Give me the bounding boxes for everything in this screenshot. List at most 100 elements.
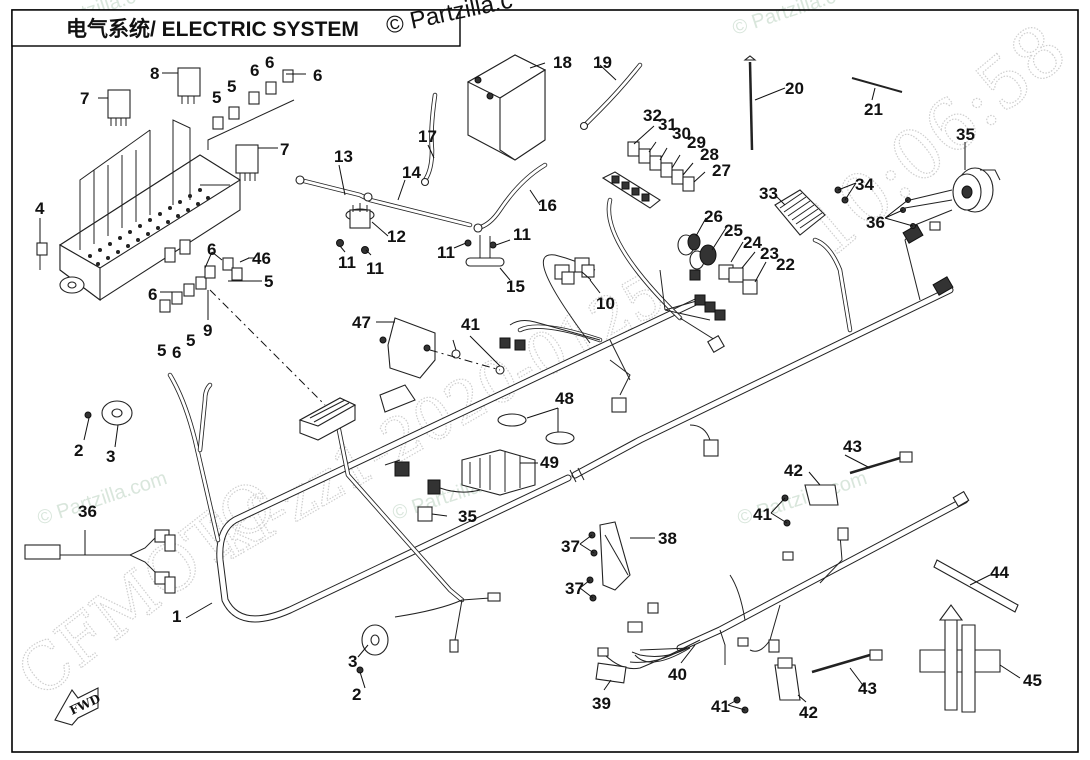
callout-18: 18	[553, 53, 572, 72]
title-box	[11, 9, 461, 47]
module-47	[379, 317, 505, 413]
callout-47: 47	[352, 313, 371, 332]
holder-45	[919, 604, 1001, 713]
callout-12: 12	[387, 227, 406, 246]
callout-41: 41	[753, 505, 772, 524]
callout-6: 6	[172, 343, 181, 362]
connector	[952, 490, 970, 508]
callout-36: 36	[866, 213, 885, 232]
connector	[932, 276, 954, 296]
callout-11: 11	[338, 253, 356, 272]
callout-49: 49	[540, 453, 559, 472]
relay	[177, 67, 201, 97]
callout-5: 5	[186, 331, 195, 350]
callout-24: 24	[743, 233, 762, 252]
callout-3: 3	[348, 652, 357, 671]
callout-34: 34	[855, 175, 874, 194]
callout-32: 32	[643, 106, 662, 125]
ecu-bracket	[586, 521, 631, 602]
callout-6: 6	[148, 285, 157, 304]
connector	[737, 637, 749, 647]
cable-tie-20	[748, 61, 754, 151]
connector-set-27-32	[627, 141, 695, 192]
callout-5: 5	[212, 88, 221, 107]
callout-25: 25	[724, 221, 743, 240]
fuse-block	[298, 397, 357, 441]
callout-36: 36	[78, 502, 97, 521]
callout-35: 35	[956, 125, 975, 144]
callout-10: 10	[596, 294, 615, 313]
connector	[902, 224, 924, 244]
connector	[707, 335, 725, 353]
bus-bar	[464, 235, 505, 267]
callout-labels: 1 2 2 3 3 4 5 5 5 5 5 6 6 6 6 6 6 7 7 8 …	[35, 53, 1042, 722]
fuse-slots	[88, 188, 210, 266]
strap-44	[933, 559, 1019, 613]
part-39	[595, 662, 627, 684]
callout-29: 29	[687, 133, 706, 152]
callout-3: 3	[106, 447, 115, 466]
callout-7: 7	[280, 140, 289, 159]
callout-5: 5	[157, 341, 166, 360]
callout-11: 11	[513, 225, 531, 244]
callout-5: 5	[264, 272, 273, 291]
callout-14: 14	[402, 163, 421, 182]
horn-lower	[356, 624, 389, 674]
callout-46: 46	[252, 249, 271, 268]
callout-43: 43	[858, 679, 877, 698]
callout-13: 13	[334, 147, 353, 166]
callout-35: 35	[458, 507, 477, 526]
callout-31: 31	[658, 115, 677, 134]
callout-2: 2	[74, 441, 83, 460]
connector	[768, 639, 780, 653]
callout-2: 2	[352, 685, 361, 704]
watermark-copyright-top-faint: © Partzilla.c	[730, 0, 839, 40]
connectors-10	[554, 257, 595, 285]
callout-43: 43	[843, 437, 862, 456]
callout-41: 41	[711, 697, 730, 716]
fuse-box-assembly	[36, 67, 295, 313]
callout-5: 5	[227, 77, 236, 96]
callout-7: 7	[80, 89, 89, 108]
mini-fuses	[36, 69, 294, 313]
callout-6: 6	[265, 53, 274, 72]
callout-4: 4	[35, 199, 45, 218]
callout-30: 30	[672, 124, 691, 143]
secondary-wire-harness	[597, 490, 970, 670]
callout-39: 39	[592, 694, 611, 713]
connector	[514, 339, 526, 351]
connector	[837, 527, 849, 541]
callout-41: 41	[461, 315, 480, 334]
callout-23: 23	[760, 244, 779, 263]
cable-tie-21	[851, 77, 903, 93]
callout-19: 19	[593, 53, 612, 72]
callout-11: 11	[437, 243, 455, 262]
starter-relay	[336, 203, 375, 254]
assembly-line	[209, 289, 326, 406]
speed-sensor-upper	[781, 451, 913, 527]
callout-37: 37	[561, 537, 580, 556]
horn-upper	[84, 400, 133, 426]
callout-20: 20	[785, 79, 804, 98]
callout-6: 6	[313, 66, 322, 85]
callout-6: 6	[250, 61, 259, 80]
callout-44: 44	[990, 563, 1009, 582]
connector	[611, 397, 627, 413]
connector	[647, 602, 659, 614]
connector-small	[449, 639, 459, 653]
stator	[900, 167, 1001, 231]
callout-37: 37	[565, 579, 584, 598]
battery	[466, 54, 547, 161]
callout-11: 11	[366, 259, 384, 278]
callout-21: 21	[864, 100, 883, 119]
connector	[627, 621, 643, 633]
leader-lines	[39, 62, 1021, 711]
callout-45: 45	[1023, 671, 1042, 690]
callout-16: 16	[538, 196, 557, 215]
callout-9: 9	[203, 321, 212, 340]
relay	[235, 144, 259, 174]
callout-38: 38	[658, 529, 677, 548]
connector-pigtail	[509, 320, 601, 341]
callout-42: 42	[784, 461, 803, 480]
